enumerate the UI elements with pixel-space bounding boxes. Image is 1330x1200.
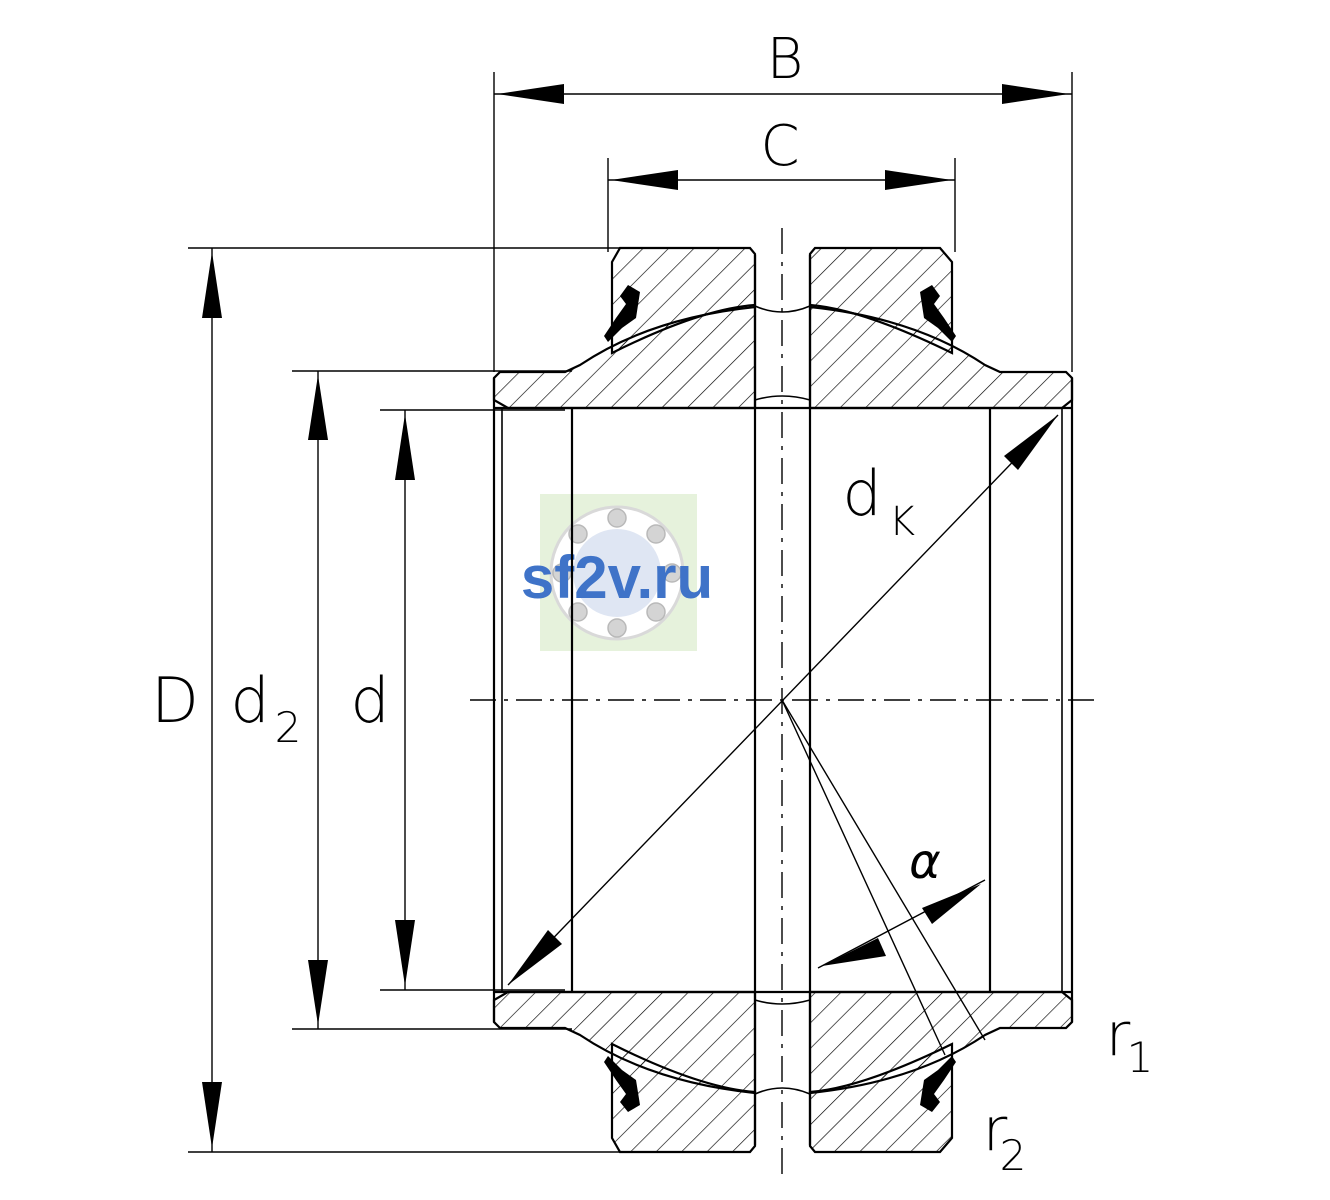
label-d2-subscript: 2: [275, 703, 302, 752]
center-lines: [470, 228, 1100, 1180]
dimension-labels: B C D d 2 d d K α r 1 r 2: [151, 27, 1153, 1180]
extension-lines: [188, 72, 1073, 1153]
dimension-lines: [202, 84, 1072, 1152]
watermark-logo: sf2v.ru: [521, 494, 713, 651]
seals: [604, 285, 956, 1112]
label-d: d: [350, 664, 389, 737]
watermark-text: sf2v.ru: [521, 544, 713, 611]
inner-ring: [492, 305, 1074, 1095]
label-dK-subscript: K: [889, 499, 915, 545]
seal-bottom-right: [920, 1056, 956, 1112]
label-alpha: α: [909, 834, 941, 890]
label-dK: d: [842, 457, 881, 530]
label-r2: r: [983, 1095, 1008, 1165]
seal-bottom-left: [604, 1056, 640, 1112]
label-r1: r: [1106, 1000, 1131, 1070]
label-r1-subscript: 1: [1127, 1033, 1154, 1082]
seal-top-right: [920, 285, 956, 342]
label-B: B: [767, 27, 804, 92]
label-d2: d: [230, 664, 269, 737]
seal-top-left: [604, 285, 640, 342]
label-r2-subscript: 2: [1000, 1131, 1027, 1180]
label-D: D: [151, 664, 199, 737]
label-C: C: [760, 114, 799, 179]
